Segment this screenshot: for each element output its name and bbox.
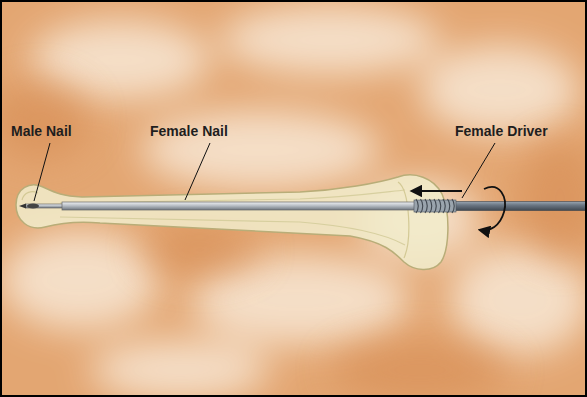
thread bbox=[421, 199, 423, 213]
male-nail bbox=[19, 204, 66, 209]
thread bbox=[430, 199, 432, 213]
thread bbox=[416, 199, 418, 213]
thread bbox=[448, 199, 450, 213]
female-nail bbox=[62, 202, 418, 210]
thread bbox=[452, 199, 454, 213]
bone bbox=[16, 175, 448, 270]
part-label: Female Driver bbox=[455, 124, 548, 139]
thread bbox=[434, 199, 436, 213]
thread bbox=[443, 199, 445, 213]
leader-lines bbox=[34, 143, 495, 201]
part-label: Female Nail bbox=[150, 124, 228, 139]
part-label: Male Nail bbox=[11, 124, 72, 139]
thread bbox=[425, 199, 427, 213]
push-arrow bbox=[412, 190, 462, 192]
thread bbox=[439, 199, 441, 213]
rotation-arrow bbox=[480, 187, 505, 230]
female-driver bbox=[414, 199, 587, 213]
